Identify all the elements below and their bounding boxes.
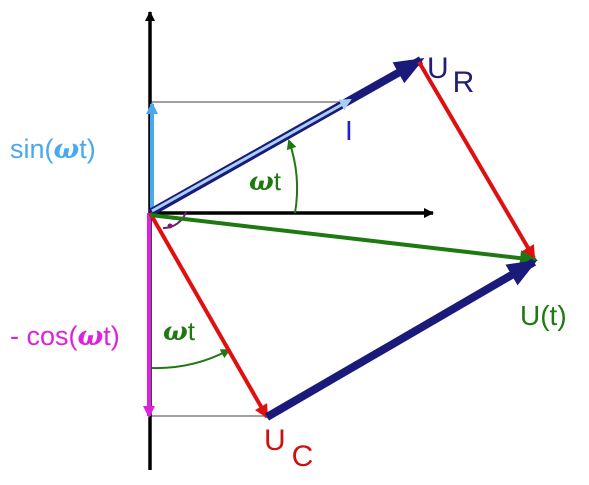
- sin-label: sin(ωt): [10, 134, 96, 165]
- lower-angle-label: ωt: [163, 316, 196, 347]
- cos-label: - cos(ωt): [10, 321, 120, 352]
- current-label: I: [345, 115, 353, 146]
- total-voltage-vector: [149, 213, 538, 267]
- uc-difference-vector: [148, 212, 269, 419]
- upper-angle-label: ωt: [249, 166, 282, 197]
- ut-label: U(t): [520, 300, 567, 331]
- right-angle-arc: [162, 211, 187, 230]
- current-vector: [151, 98, 352, 213]
- ur-difference-vector: [417, 60, 536, 260]
- upper-angle-arc: [286, 139, 299, 214]
- lower-angle-arc: [151, 349, 231, 370]
- uc-phasor-vector: [264, 258, 538, 421]
- right-angle-dot: [167, 223, 173, 229]
